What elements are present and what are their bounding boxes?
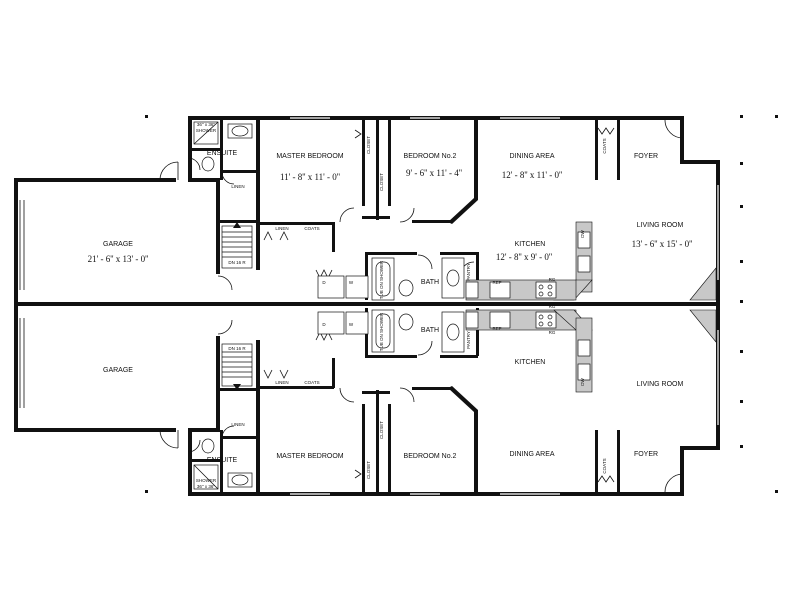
lower-stair-label: DN 16 R: [228, 346, 246, 351]
upper-bedroom2-label: BEDROOM No.2: [404, 153, 457, 160]
upper-pantry-label: PANTRY: [466, 263, 471, 281]
upper-dryer-label: D: [322, 280, 326, 285]
window-lines: [290, 117, 719, 495]
upper-living-label: LIVING ROOM: [637, 222, 684, 229]
lower-master-bedroom-label: MASTER BEDROOM: [276, 453, 343, 460]
stairs-lower: [221, 343, 253, 390]
lower-linen-label: LINEN: [231, 422, 244, 427]
upper-dw-label: DW: [580, 230, 585, 238]
lower-rg2-label: RG: [549, 302, 556, 307]
kitchen-counters: [465, 221, 593, 393]
upper-dining-label: DINING AREA: [509, 153, 554, 160]
exterior-walls: [14, 116, 720, 496]
upper-bedroom2-dim: 9' - 6'' x 11' - 4'': [406, 168, 462, 178]
fireplaces: [689, 267, 717, 343]
upper-living-dim: 13' - 6'' x 15' - 0'': [632, 239, 693, 249]
upper-rg2-label: RG: [549, 304, 556, 309]
interior-walls-lower: [192, 308, 620, 492]
lower-dining-label: DINING AREA: [509, 451, 554, 458]
lower-washer-label: W: [349, 322, 354, 327]
ensuite-fixtures: [193, 121, 253, 490]
upper-rg-label: RG: [549, 277, 556, 282]
lower-foyer-label: FOYER: [634, 451, 658, 458]
corner-marks: [145, 115, 778, 493]
bath-fixtures: [317, 257, 465, 353]
interior-walls-upper: [192, 120, 620, 300]
lower-closet2-label: CLOSET: [379, 421, 384, 439]
lower-shower-size: 36'' x 36'': [197, 484, 215, 489]
upper-linen2-label: LINEN: [275, 226, 288, 231]
lower-rg-label: RG: [549, 330, 556, 335]
upper-shower-label: SHOWER: [196, 128, 217, 133]
upper-ensuite-label: ENSUITE: [207, 150, 238, 157]
lower-kitchen-label: KITCHEN: [515, 359, 546, 366]
upper-tub-label: TUB ON SHOWER: [379, 260, 384, 299]
bifold-doors: [263, 127, 615, 483]
lower-bath-label: BATH: [421, 327, 439, 334]
upper-dining-dim: 12' - 8'' x 11' - 0'': [502, 170, 563, 180]
lower-linen2-label: LINEN: [275, 380, 288, 385]
stairs-upper: [221, 222, 253, 269]
doors: [159, 119, 684, 493]
lower-tub-label: TUB ON SHOWER: [379, 312, 384, 351]
upper-washer-label: W: [349, 280, 354, 285]
lower-pantry-label: PANTRY: [466, 331, 471, 349]
upper-bath-label: BATH: [421, 279, 439, 286]
upper-stair-label: DN 16 R: [228, 260, 246, 265]
upper-garage-label: GARAGE: [103, 241, 133, 248]
lower-ensuite-label: ENSUITE: [207, 457, 238, 464]
lower-garage-label: GARAGE: [103, 367, 133, 374]
upper-kitchen-dim: 12' - 8'' x 9' - 0'': [496, 252, 553, 262]
upper-garage-dim: 21' - 6'' x 13' - 0'': [88, 254, 149, 264]
lower-living-label: LIVING ROOM: [637, 381, 684, 388]
lower-shower-label: SHOWER: [196, 478, 217, 483]
lower-dryer-label: D: [322, 322, 326, 327]
upper-coats-label: COATS: [304, 226, 319, 231]
upper-coats2-label: COATS: [602, 138, 607, 153]
upper-shower-size: 36'' x 36'': [197, 122, 215, 127]
upper-closet2-label: CLOSET: [379, 173, 384, 191]
lower-coats2-label: COATS: [602, 458, 607, 473]
upper-kitchen-label: KITCHEN: [515, 241, 546, 248]
lower-ref-label: REF: [493, 326, 502, 331]
upper-foyer-label: FOYER: [634, 153, 658, 160]
upper-master-bedroom-label: MASTER BEDROOM: [276, 153, 343, 160]
upper-ref-label: REF: [493, 280, 502, 285]
lower-dw-label: DW: [580, 378, 585, 386]
upper-closet-label: CLOSET: [366, 136, 371, 154]
upper-master-bedroom-dim: 11' - 8'' x 11' - 0'': [280, 172, 340, 182]
lower-coats-label: COATS: [304, 380, 319, 385]
lower-bedroom2-label: BEDROOM No.2: [404, 453, 457, 460]
upper-linen-label: LINEN: [231, 184, 244, 189]
lower-closet-label: CLOSET: [366, 461, 371, 479]
